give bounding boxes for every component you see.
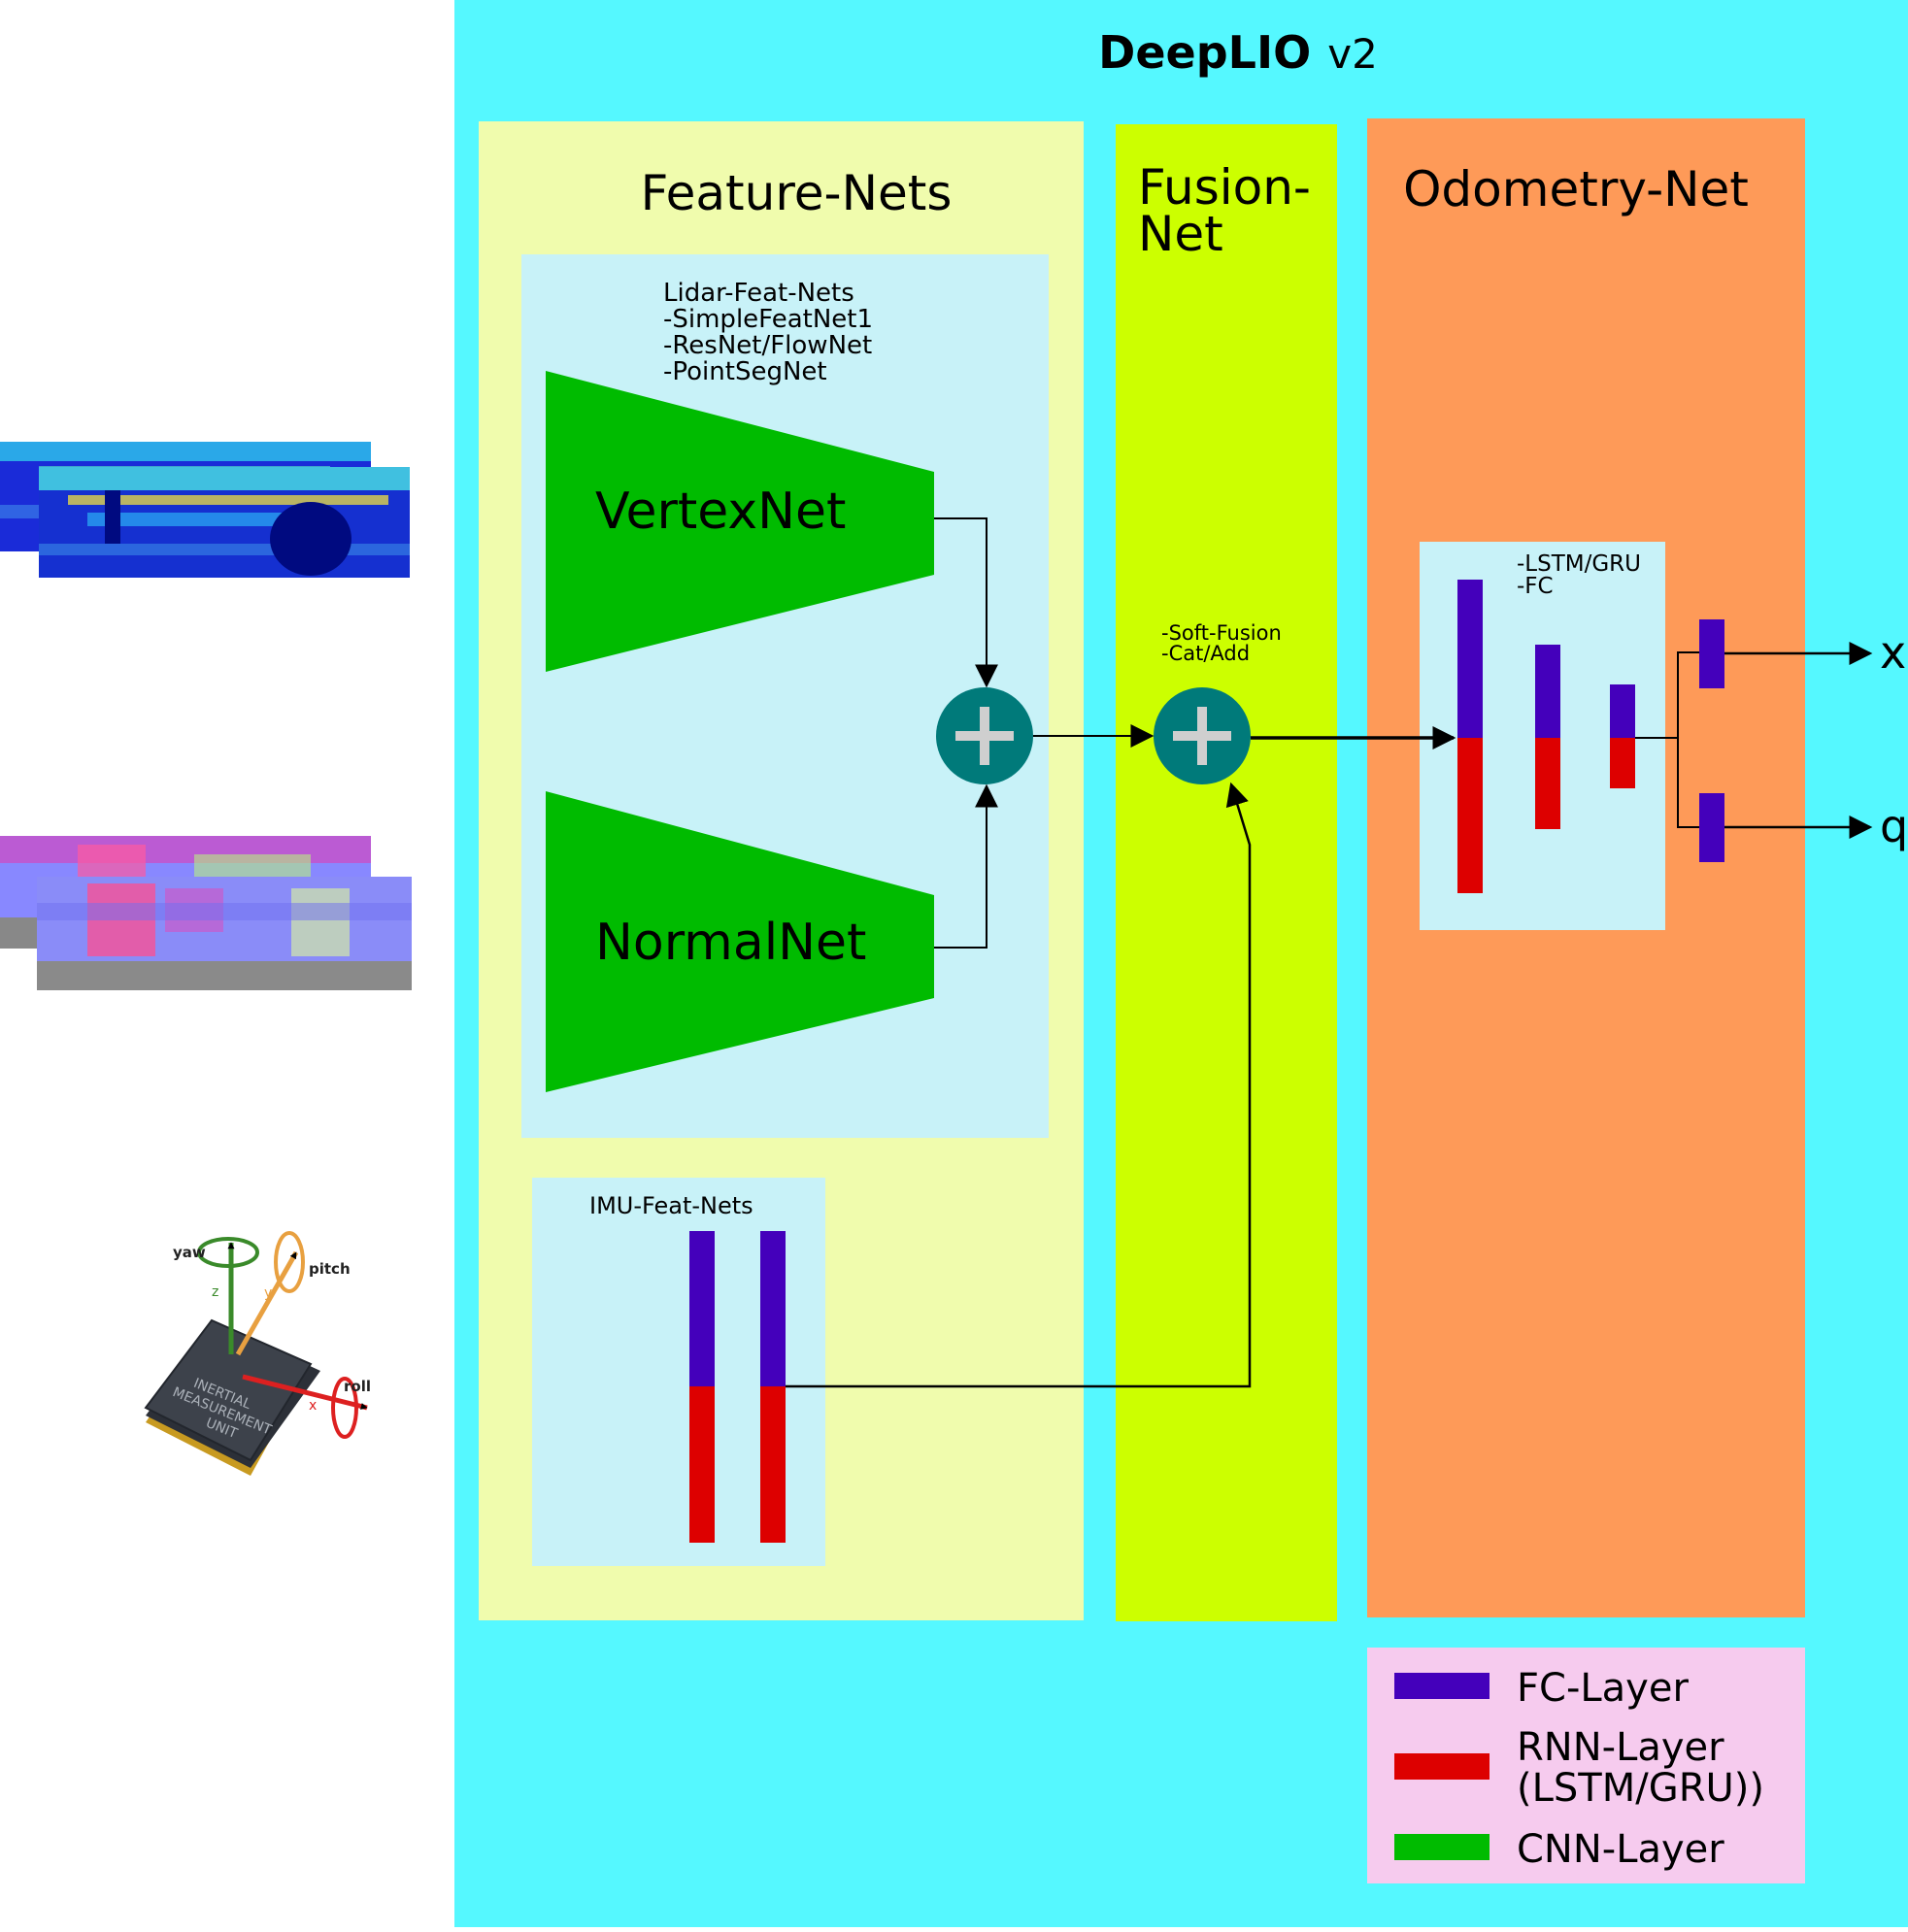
imu-chip-top — [144, 1318, 313, 1462]
lidar-feat-nets-title: Lidar-Feat-Nets — [663, 279, 854, 308]
lidar-option-resnet-flownet: -ResNet/FlowNet — [663, 331, 872, 360]
fusion-net-title-line-2: Net — [1138, 206, 1223, 262]
roll-label: roll — [344, 1378, 371, 1395]
odometry-layer-stack-2 — [1535, 645, 1560, 829]
vertexnet-cnn-block — [546, 371, 934, 672]
odometry-layer-stack-1 — [1457, 580, 1483, 893]
legend-fc-label: FC-Layer — [1517, 1666, 1689, 1711]
diagram-title: DeepLIO v2 — [1098, 26, 1378, 79]
yaw-rotation-icon — [197, 1237, 259, 1268]
translation-output-label: x — [1880, 626, 1906, 679]
imu-chip-illustration: INERTIAL MEASUREMENT UNIT yaw pitch roll… — [144, 1231, 371, 1476]
y-label: y — [264, 1285, 272, 1301]
lidar-option-pointsegnet: -PointSegNet — [663, 357, 827, 386]
odometry-rnn-layer-2 — [1535, 738, 1560, 829]
roll-rotation-icon — [331, 1377, 358, 1439]
imu-layer-stack-1 — [689, 1231, 715, 1543]
vertexnet-label: VertexNet — [595, 483, 846, 541]
normal-image-front — [37, 877, 412, 990]
odometry-option-fc: -FC — [1517, 574, 1554, 599]
fusion-net-panel — [1116, 124, 1337, 1621]
odometry-fc-layer-1 — [1457, 580, 1483, 738]
odometry-rnn-layer-3 — [1610, 738, 1635, 788]
imu-feat-nets-title: IMU-Feat-Nets — [589, 1192, 753, 1219]
odometry-fc-layer-2 — [1535, 645, 1560, 738]
imu-layer-stack-2 — [760, 1231, 786, 1543]
x-label: x — [309, 1398, 317, 1414]
range-image-front — [39, 467, 410, 578]
rotation-output-label: q — [1880, 800, 1908, 852]
legend-rnn-label-line-2: (LSTM/GRU)) — [1517, 1766, 1764, 1811]
odometry-rnn-layer-1 — [1457, 738, 1483, 893]
feature-nets-title: Feature-Nets — [641, 165, 953, 221]
output-split-bracket — [1677, 651, 1699, 828]
title-main: DeepLIO — [1098, 26, 1311, 79]
title-version: v2 — [1327, 30, 1378, 78]
legend-rnn-swatch — [1394, 1753, 1490, 1780]
normalnet-cnn-block — [546, 791, 934, 1092]
legend-fc-swatch — [1394, 1673, 1490, 1699]
lidar-merge-node — [936, 687, 1033, 784]
z-label: z — [212, 1284, 218, 1300]
fusion-net-title-line-1: Fusion- — [1138, 159, 1311, 216]
pitch-rotation-icon — [274, 1231, 305, 1293]
yaw-label: yaw — [173, 1244, 206, 1261]
normalnet-label: NormalNet — [595, 914, 866, 972]
legend-rnn-label-line-1: RNN-Layer — [1517, 1725, 1724, 1770]
rotation-fc-head — [1699, 793, 1724, 862]
imu-to-fusion-arrow — [786, 782, 1252, 1388]
x-axis-icon — [242, 1374, 368, 1411]
odometry-option-lstm-gru: -LSTM/GRU — [1517, 551, 1641, 577]
odometry-layer-stack-3 — [1610, 684, 1635, 788]
imu-fc-layer-2 — [760, 1231, 786, 1386]
normal-image-stack — [0, 836, 412, 990]
legend-cnn-label: CNN-Layer — [1517, 1827, 1724, 1872]
normalnet-to-merge-arrow — [934, 783, 998, 949]
imu-fc-layer-1 — [689, 1231, 715, 1386]
vertexnet-to-merge-arrow — [934, 517, 998, 688]
fusion-option-cat-add: -Cat/Add — [1161, 642, 1250, 665]
fusion-merge-node — [1154, 687, 1251, 784]
odometry-net-title: Odometry-Net — [1403, 161, 1749, 217]
pitch-label: pitch — [309, 1260, 351, 1278]
odometry-fc-layer-3 — [1610, 684, 1635, 738]
range-image-stack — [0, 442, 410, 578]
lidar-option-simplefeatnet: -SimpleFeatNet1 — [663, 305, 873, 334]
imu-rnn-layer-1 — [689, 1386, 715, 1543]
imu-rnn-layer-2 — [760, 1386, 786, 1543]
y-axis-icon — [235, 1250, 299, 1356]
fusion-option-soft-fusion: -Soft-Fusion — [1161, 621, 1282, 645]
translation-fc-head — [1699, 619, 1724, 688]
legend-cnn-swatch — [1394, 1834, 1490, 1860]
